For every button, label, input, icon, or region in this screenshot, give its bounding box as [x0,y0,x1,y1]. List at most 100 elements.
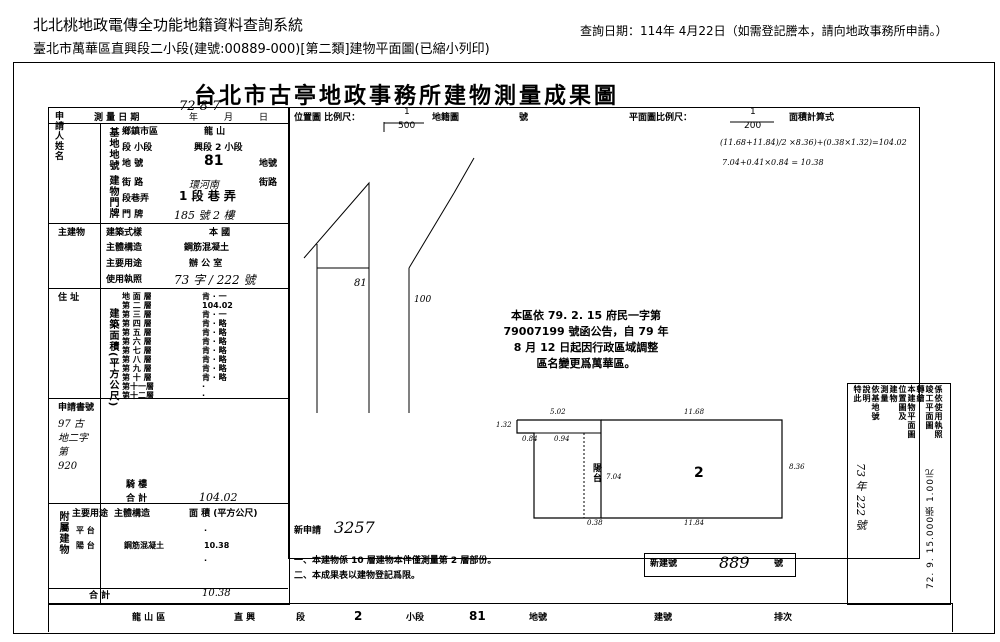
street-value: 環河南 [189,180,219,191]
lane-value: 1 段 巷 弄 [179,189,236,203]
map-no-label: 號 [519,113,529,123]
floor-area-value: 肯 · 略 [202,346,227,355]
floor-area-value: 肯 · 一 [202,310,227,319]
survey-sheet: 台北市古亭地政事務所建物測量成果圖 申請人姓名 測 量 日 期 72 8 7 年… [13,62,995,634]
floor-area-value: · [202,382,206,391]
formula-line1: (11.68+11.84)/2 ×8.36)+(0.38×1.32)=104.0… [720,138,907,147]
side-note-col: 特此 [853,385,862,403]
apply-no-label: 新申請 [294,526,322,536]
query-date: 查詢日期：114年 4月22日（如需登記謄本，請向地政事務所申請。） [580,24,948,38]
survey-date-label: 測 量 日 期 [94,113,140,123]
street-unit: 街路 [259,178,278,188]
side-note-col: 竣工平面圖 [925,385,934,430]
lane-label: 段巷弄 [122,194,150,204]
side-note-col: 本建物平面圖 [907,385,916,439]
side-note-col: 轉繪 [916,385,925,403]
district-value: 龍 山 [204,127,226,137]
number-label: 門 牌 [122,210,144,220]
notice-text: 本區依 79. 2. 15 府民一字第 79007199 號函公告，自 79 年… [503,309,669,370]
number-value: 185 號 2 樓 [174,209,235,222]
license-label: 使用執照 [106,275,143,285]
year-unit: 年 [189,113,199,123]
floor-label: 第 四 層 [122,319,152,328]
plan-top-dim: 11.68 [684,408,705,416]
floor-label: 第 七 層 [122,346,152,355]
sketch-parcel-label: 81 [354,278,367,289]
location-scale-den: 500 [398,121,416,131]
day-unit: 日 [259,113,269,123]
building-style-label: 建築式樣 [106,228,143,238]
plan-inner-left: 0.84 [522,435,538,443]
side-note-col: 位置圖及 [898,385,907,421]
plan-scale-num: 1 [750,107,756,117]
side-note-box [847,383,951,605]
applicant-id-label: 申請書號 [58,403,95,413]
address-group-label: 建物門牌 [107,175,118,219]
footer-building-label: 建號 [654,613,673,623]
sketch-edge-label: 100 [414,295,432,305]
side-note-value: 73 年 222 號 [854,463,867,531]
applicant-label: 申請人姓名 [53,111,63,161]
system-title: 北北桃地政電傳全功能地籍資料查詢系統 [33,16,304,34]
annex-col-structure: 主體構造 [114,509,151,519]
floor-area-value: 104.02 [202,301,233,310]
annex-area: · [204,526,208,535]
footer-section: 直 興 [234,613,256,623]
print-stamp: 72. 9. 15.000張 1.00元 [926,468,936,590]
attic-label: 騎 樓 [126,480,148,490]
plan-balcony-dim: 7.04 [606,473,622,481]
note-1: 一、本建物係 10 層建物本件僅測量第 2 層部份。 [294,556,497,566]
document-subtitle: 臺北市萬華區直興段二小段(建號:00889-000)[第二類]建物平面圖(已縮小… [33,42,490,57]
side-note-col: 說明 [862,385,871,403]
footer-land-no: 81 [469,609,486,623]
annex-usage: 平 台 [76,526,95,535]
floor-area-value: 肯 · 略 [202,328,227,337]
floor-plan-drawing [303,121,783,519]
annex-total-value: 10.38 [202,588,231,599]
footer-district: 龍 山 區 [132,613,166,623]
land-no-unit: 地號 [259,159,278,169]
footer-subsection-label: 小段 [406,613,425,623]
area-formula-label: 面積計算式 [789,113,835,123]
footer-subsection-value: 2 [354,609,363,623]
plan-unit-label: 2 [694,465,704,481]
plan-left-dim: 1.32 [496,421,512,429]
annex-usage: 陽 台 [76,541,95,550]
floor-label: 第 八 層 [122,355,152,364]
survey-date-value: 72 8 7 [179,99,221,114]
annex-area: · [204,556,208,565]
plan-bottom-dim: 11.84 [684,519,705,527]
location-scale-num: 1 [404,107,410,117]
footer-land-label: 地號 [529,613,548,623]
side-note-col: 係依使用執照 [934,385,943,439]
plan-inner-top: 0.94 [554,435,570,443]
floor-label: 地 面 層 [122,292,152,301]
footer-section-unit: 段 [296,613,306,623]
new-building-label: 新建號 [650,559,678,569]
main-building-label: 主建物 [58,228,86,238]
structure-label: 主體構造 [106,243,143,253]
side-note-col: 依基地號 [871,385,880,421]
floor-area-value: 肯 · 略 [202,373,227,382]
usage-value: 辦 公 室 [189,259,223,269]
apply-no-value: 3257 [334,518,375,537]
applicant-id-value: 97 古地二字第 920 [58,419,88,472]
floor-area-value: 肯 · 略 [202,364,227,373]
floor-label: 第 五 層 [122,328,152,337]
total-label: 合 計 [126,494,148,504]
annex-area: 10.38 [204,541,230,550]
total-value: 104.02 [199,491,238,504]
note-2: 二、本成果表以建物登記爲限。 [294,571,421,581]
floor-area-value: 肯 · 略 [202,337,227,346]
license-value: 73 字 / 222 號 [174,273,256,287]
annex-structure: 鋼筋混凝土 [124,541,164,550]
side-note-col: 測量 [880,385,889,403]
formula-line2: 7.04+0.41×0.84 = 10.38 [722,158,824,167]
plan-scale-den: 200 [744,121,762,131]
floor-label: 第 二 層 [122,301,152,310]
land-no-label: 地 號 [122,159,144,169]
new-building-unit: 號 [774,559,784,569]
sheet-title: 台北市古亭地政事務所建物測量成果圖 [194,83,620,109]
map-label: 地籍圖 [432,113,460,123]
floor-area-value: 肯 · 略 [202,319,227,328]
